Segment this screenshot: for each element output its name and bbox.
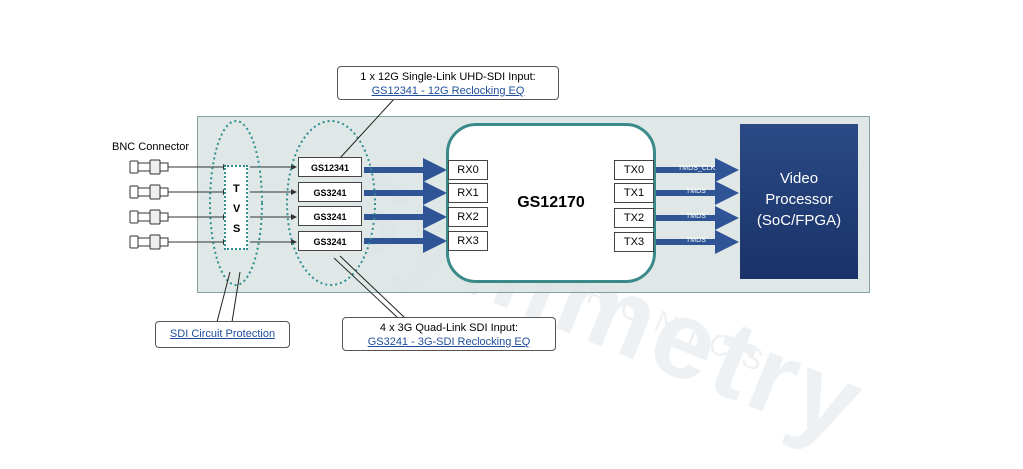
tmds-label-3: TMDS: [686, 237, 706, 244]
tx-port-2: TX2: [614, 208, 654, 228]
bnc-connector-2: [129, 209, 169, 225]
callout-bottom: 4 x 3G Quad-Link SDI Input: GS3241 - 3G-…: [342, 317, 556, 351]
video-processor-block: Video Processor (SoC/FPGA): [740, 124, 858, 279]
tx-port-1: TX1: [614, 183, 654, 203]
rx-port-2: RX2: [448, 207, 488, 227]
eq-chip-2: GS3241: [298, 206, 362, 226]
eq-chip-0: GS12341: [298, 157, 362, 177]
tmds-label-0: TMDS_CLK: [678, 165, 716, 172]
tvs-letter-v: V: [233, 203, 241, 215]
main-chip-name: GS12170: [517, 194, 585, 211]
callout-bottom-link[interactable]: GS3241 - 3G-SDI Reclocking EQ: [367, 336, 531, 348]
callout-bottom-pointer-b: [333, 257, 399, 319]
callout-top-title: 1 x 12G Single-Link UHD-SDI Input:: [360, 71, 536, 83]
callout-top-pointer: [339, 97, 396, 159]
tvs-letter-t: T: [233, 183, 240, 195]
connection-lines: [129, 97, 739, 323]
tvs-box: T V S: [224, 165, 248, 250]
bnc-connector-label: BNC Connector: [112, 141, 190, 153]
callout-protection-pointer-b: [231, 271, 241, 323]
callout-bottom-title: 4 x 3G Quad-Link SDI Input:: [379, 322, 519, 334]
tmds-label-1: TMDS: [686, 188, 706, 195]
main-chip: [446, 123, 656, 283]
eq-chip-1: GS3241: [298, 182, 362, 202]
eq-ellipse: [286, 120, 376, 286]
callout-top-link[interactable]: GS12341 - 12G Reclocking EQ: [371, 85, 525, 97]
tx-port-3: TX3: [614, 232, 654, 252]
bnc-connector-3: [129, 234, 169, 250]
rx-port-1: RX1: [448, 183, 488, 203]
callout-protection: SDI Circuit Protection: [155, 321, 290, 348]
callout-bottom-pointer-a: [339, 255, 406, 319]
processor-line-3: (SoC/FPGA): [756, 212, 842, 229]
tvs-letter-s: S: [233, 223, 241, 235]
tvs-ellipse: [209, 120, 263, 286]
bnc-connector-0: [129, 159, 169, 175]
tmds-label-2: TMDS: [686, 213, 706, 220]
eq-chip-3: GS3241: [298, 231, 362, 251]
processor-line-2: Processor: [765, 191, 833, 208]
bnc-connector-1: [129, 184, 169, 200]
rx-port-3: RX3: [448, 231, 488, 251]
callout-protection-link[interactable]: SDI Circuit Protection: [169, 328, 276, 340]
callout-protection-pointer-a: [216, 271, 231, 323]
callout-top: 1 x 12G Single-Link UHD-SDI Input: GS123…: [337, 66, 559, 100]
tx-port-0: TX0: [614, 160, 654, 180]
block-diagram: Symmetry ELECTRONICS: [112, 66, 882, 467]
rx-port-0: RX0: [448, 160, 488, 180]
processor-line-1: Video: [779, 170, 819, 187]
